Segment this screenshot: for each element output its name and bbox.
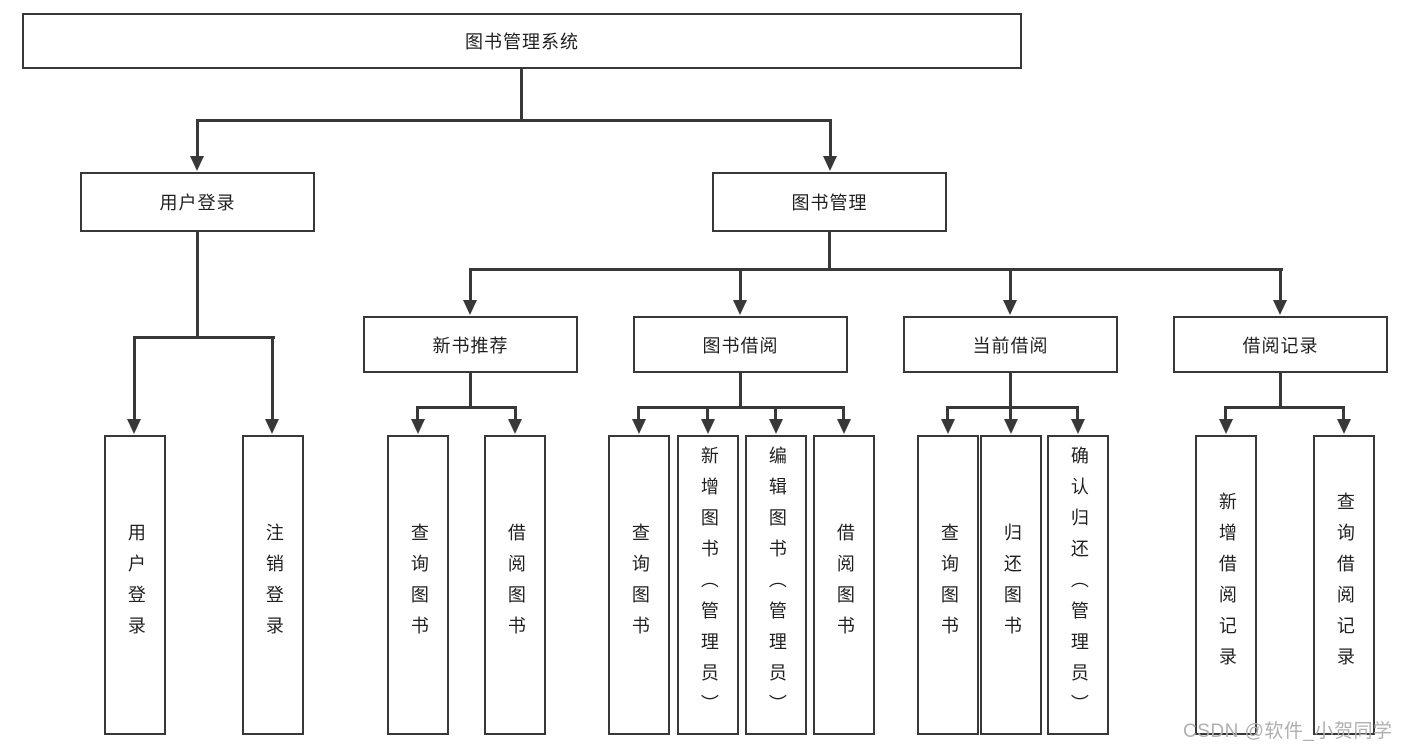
connector-vline bbox=[1076, 406, 1079, 420]
connector-vline bbox=[1342, 406, 1345, 420]
arrowhead-down-icon bbox=[632, 419, 646, 434]
leaf-borrow-books-borrowing-label: 借阅图书 bbox=[834, 523, 855, 647]
leaf-add-book-admin: 新增图书（管理员） bbox=[677, 435, 739, 735]
connector-vline bbox=[469, 371, 472, 408]
node-book-borrowing: 图书借阅 bbox=[633, 316, 848, 373]
leaf-borrow-books-borrowing: 借阅图书 bbox=[813, 435, 875, 735]
node-new-book-recommendation: 新书推荐 bbox=[363, 316, 578, 373]
leaf-query-books-borrowing-label: 查询图书 bbox=[629, 523, 650, 647]
leaf-confirm-return-admin-label: 确认归还（管理员） bbox=[1068, 445, 1089, 725]
connector-hline bbox=[416, 406, 517, 409]
leaf-add-book-admin-label: 新增图书（管理员） bbox=[698, 445, 719, 725]
connector-hline bbox=[196, 119, 832, 122]
arrowhead-down-icon bbox=[1003, 300, 1017, 315]
connector-vline bbox=[739, 268, 742, 301]
arrowhead-down-icon bbox=[941, 419, 955, 434]
connector-vline bbox=[1279, 371, 1282, 408]
leaf-query-books-borrowing: 查询图书 bbox=[608, 435, 670, 735]
connector-vline bbox=[514, 406, 517, 420]
leaf-query-books-current: 查询图书 bbox=[917, 435, 979, 735]
leaf-add-borrow-record: 新增借阅记录 bbox=[1195, 435, 1257, 735]
node-book-management-label: 图书管理 bbox=[791, 193, 868, 213]
connector-vline bbox=[1009, 268, 1012, 301]
arrowhead-down-icon bbox=[411, 419, 425, 434]
connector-vline bbox=[196, 230, 199, 339]
leaf-query-books-recommend: 查询图书 bbox=[387, 435, 449, 735]
arrowhead-down-icon bbox=[127, 419, 141, 434]
watermark: CSDN @软件_小贺同学 bbox=[1183, 721, 1393, 742]
connector-vline bbox=[1009, 406, 1012, 420]
arrowhead-down-icon bbox=[837, 419, 851, 434]
arrowhead-down-icon bbox=[823, 156, 837, 171]
arrowhead-down-icon bbox=[769, 419, 783, 434]
node-root-label: 图书管理系统 bbox=[465, 32, 579, 52]
connector-vline bbox=[520, 68, 523, 121]
leaf-edit-book-admin: 编辑图书（管理员） bbox=[745, 435, 807, 735]
node-book-borrowing-label: 图书借阅 bbox=[702, 335, 779, 356]
leaf-return-book-label: 归还图书 bbox=[1001, 523, 1022, 647]
arrowhead-down-icon bbox=[1273, 300, 1287, 315]
arrowhead-down-icon bbox=[733, 300, 747, 315]
leaf-return-book: 归还图书 bbox=[980, 435, 1042, 735]
connector-hline bbox=[469, 268, 1283, 271]
arrowhead-down-icon bbox=[701, 419, 715, 434]
node-user-login: 用户登录 bbox=[80, 172, 315, 232]
node-root: 图书管理系统 bbox=[22, 13, 1022, 69]
connector-vline bbox=[842, 406, 845, 420]
arrowhead-down-icon bbox=[463, 300, 477, 315]
leaf-logout: 注销登录 bbox=[242, 435, 304, 735]
connector-vline bbox=[1224, 406, 1227, 420]
arrowhead-down-icon bbox=[1219, 419, 1233, 434]
connector-hline bbox=[1224, 406, 1345, 409]
connector-vline bbox=[271, 336, 274, 420]
connector-vline bbox=[739, 371, 742, 408]
connector-vline bbox=[416, 406, 419, 420]
arrowhead-down-icon bbox=[1337, 419, 1351, 434]
arrowhead-down-icon bbox=[265, 419, 279, 434]
connector-vline bbox=[828, 230, 831, 270]
arrowhead-down-icon bbox=[190, 156, 204, 171]
connector-vline bbox=[946, 406, 949, 420]
connector-vline bbox=[774, 406, 777, 420]
leaf-query-borrow-record: 查询借阅记录 bbox=[1313, 435, 1375, 735]
leaf-borrow-books-recommend-label: 借阅图书 bbox=[505, 523, 526, 647]
node-current-borrowing: 当前借阅 bbox=[903, 316, 1118, 373]
node-book-management: 图书管理 bbox=[712, 172, 947, 232]
leaf-logout-label: 注销登录 bbox=[263, 523, 284, 647]
connector-vline bbox=[196, 119, 199, 158]
leaf-user-login-label: 用户登录 bbox=[125, 523, 146, 647]
connector-vline bbox=[133, 336, 136, 420]
leaf-query-borrow-record-label: 查询借阅记录 bbox=[1334, 492, 1355, 678]
leaf-borrow-books-recommend: 借阅图书 bbox=[484, 435, 546, 735]
arrowhead-down-icon bbox=[508, 419, 522, 434]
arrowhead-down-icon bbox=[1071, 419, 1085, 434]
leaf-confirm-return-admin: 确认归还（管理员） bbox=[1047, 435, 1109, 735]
arrowhead-down-icon bbox=[1004, 419, 1018, 434]
leaf-query-books-recommend-label: 查询图书 bbox=[408, 523, 429, 647]
node-new-book-recommendation-label: 新书推荐 bbox=[432, 335, 509, 356]
connector-vline bbox=[706, 406, 709, 420]
node-borrowing-records-label: 借阅记录 bbox=[1242, 335, 1319, 356]
connector-vline bbox=[637, 406, 640, 420]
leaf-add-borrow-record-label: 新增借阅记录 bbox=[1216, 492, 1237, 678]
connector-hline bbox=[946, 406, 1079, 409]
connector-vline bbox=[829, 119, 832, 158]
leaf-edit-book-admin-label: 编辑图书（管理员） bbox=[766, 445, 787, 725]
connector-vline bbox=[1279, 268, 1282, 301]
node-user-login-label: 用户登录 bbox=[159, 193, 236, 213]
connector-vline bbox=[1009, 371, 1012, 408]
node-current-borrowing-label: 当前借阅 bbox=[972, 335, 1049, 356]
leaf-user-login: 用户登录 bbox=[104, 435, 166, 735]
connector-hline bbox=[637, 406, 845, 409]
connector-hline bbox=[133, 336, 275, 339]
connector-vline bbox=[469, 268, 472, 301]
node-borrowing-records: 借阅记录 bbox=[1173, 316, 1388, 373]
leaf-query-books-current-label: 查询图书 bbox=[938, 523, 959, 647]
